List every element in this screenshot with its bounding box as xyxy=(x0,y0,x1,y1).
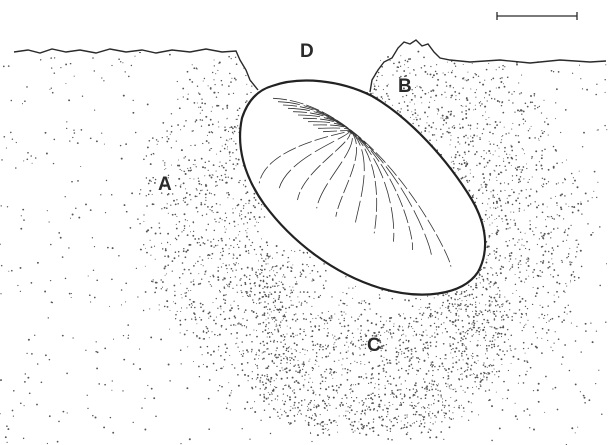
label-region-b: B xyxy=(398,77,412,96)
label-region-a: A xyxy=(158,175,172,194)
sediment-surface-line xyxy=(14,49,258,90)
scale-bar xyxy=(497,12,577,20)
label-region-c: C xyxy=(367,336,381,355)
label-region-d: D xyxy=(300,42,314,61)
